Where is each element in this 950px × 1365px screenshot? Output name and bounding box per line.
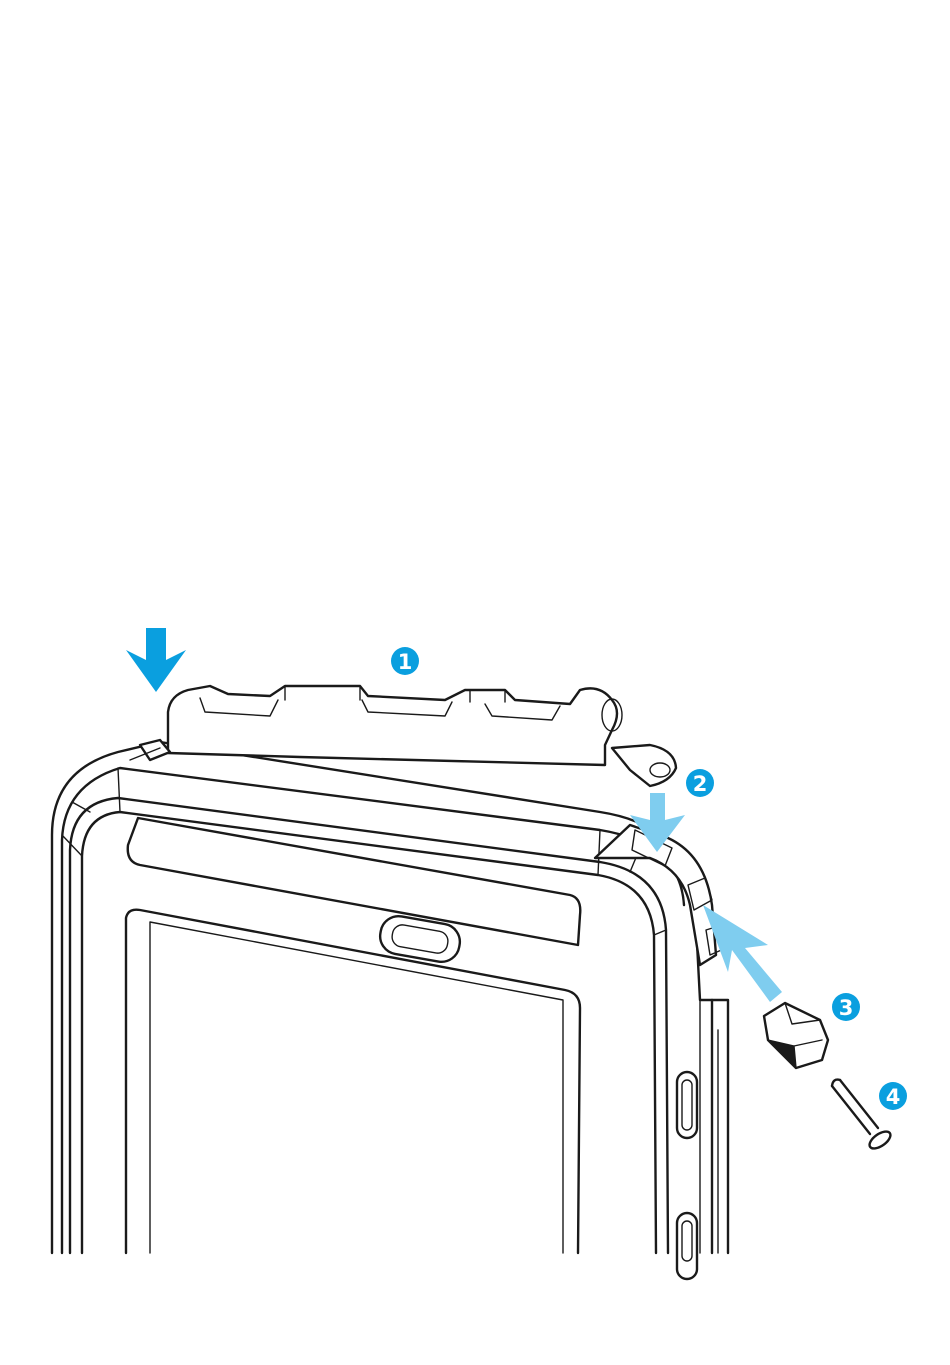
callout-2: 2 xyxy=(686,769,714,797)
arrow-main-shape xyxy=(126,628,186,692)
callout-4-label: 4 xyxy=(886,1085,901,1109)
callout-3: 3 xyxy=(832,993,860,1021)
callout-2-label: 2 xyxy=(693,772,708,796)
down-arrow-icon xyxy=(126,628,186,692)
callout-4: 4 xyxy=(879,1082,907,1110)
cap-piece xyxy=(764,1003,828,1068)
top-clip-bar xyxy=(130,686,676,786)
callout-3-label: 3 xyxy=(839,996,854,1020)
tablet-case xyxy=(52,742,728,1279)
callout-1: 1 xyxy=(391,647,419,675)
callout-1-label: 1 xyxy=(398,650,413,674)
